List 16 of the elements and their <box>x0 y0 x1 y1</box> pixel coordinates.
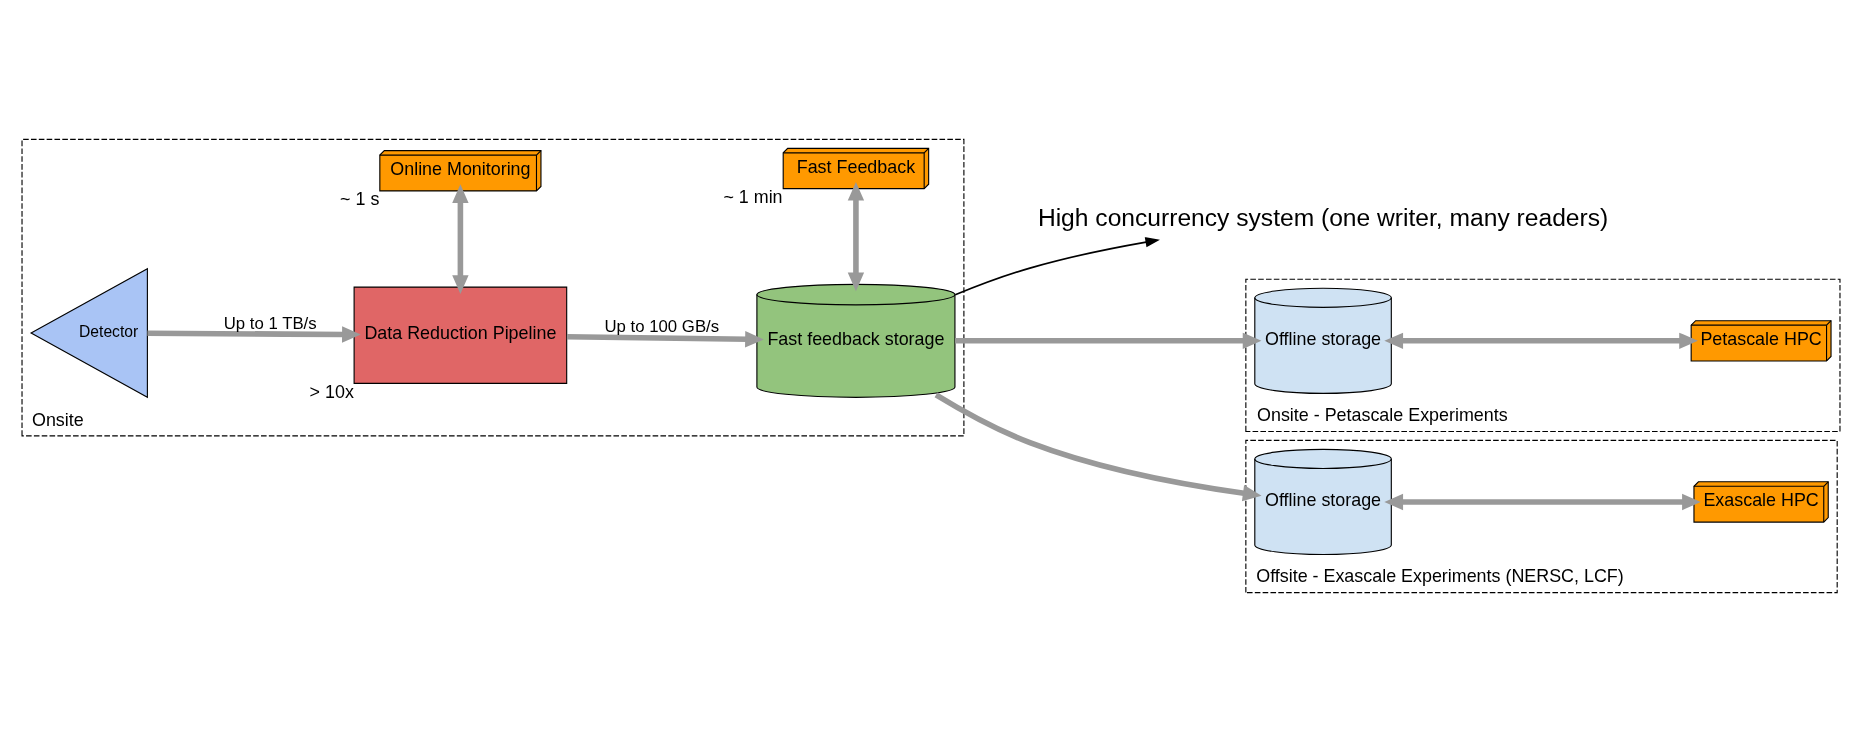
node-label: ~ 1 min <box>723 186 783 207</box>
arrow <box>1384 332 1698 349</box>
node-label: ~ 1 s <box>340 188 380 209</box>
arrow <box>452 183 469 294</box>
edge-label: Up to 1 TB/s <box>223 313 317 333</box>
arrow <box>847 181 865 291</box>
arrow <box>1384 493 1701 510</box>
node-label: > 10x <box>309 381 354 402</box>
arrow <box>566 330 764 347</box>
node-text: High concurrency system (one writer, many readers) <box>1037 203 1609 231</box>
arrow <box>147 325 361 343</box>
arrow <box>954 236 1160 296</box>
node-box: Data Reduction Pipeline <box>353 286 568 384</box>
arrow <box>955 332 1262 349</box>
arrow <box>934 391 1262 501</box>
edge-label: Up to 100 GB/s <box>604 316 720 336</box>
